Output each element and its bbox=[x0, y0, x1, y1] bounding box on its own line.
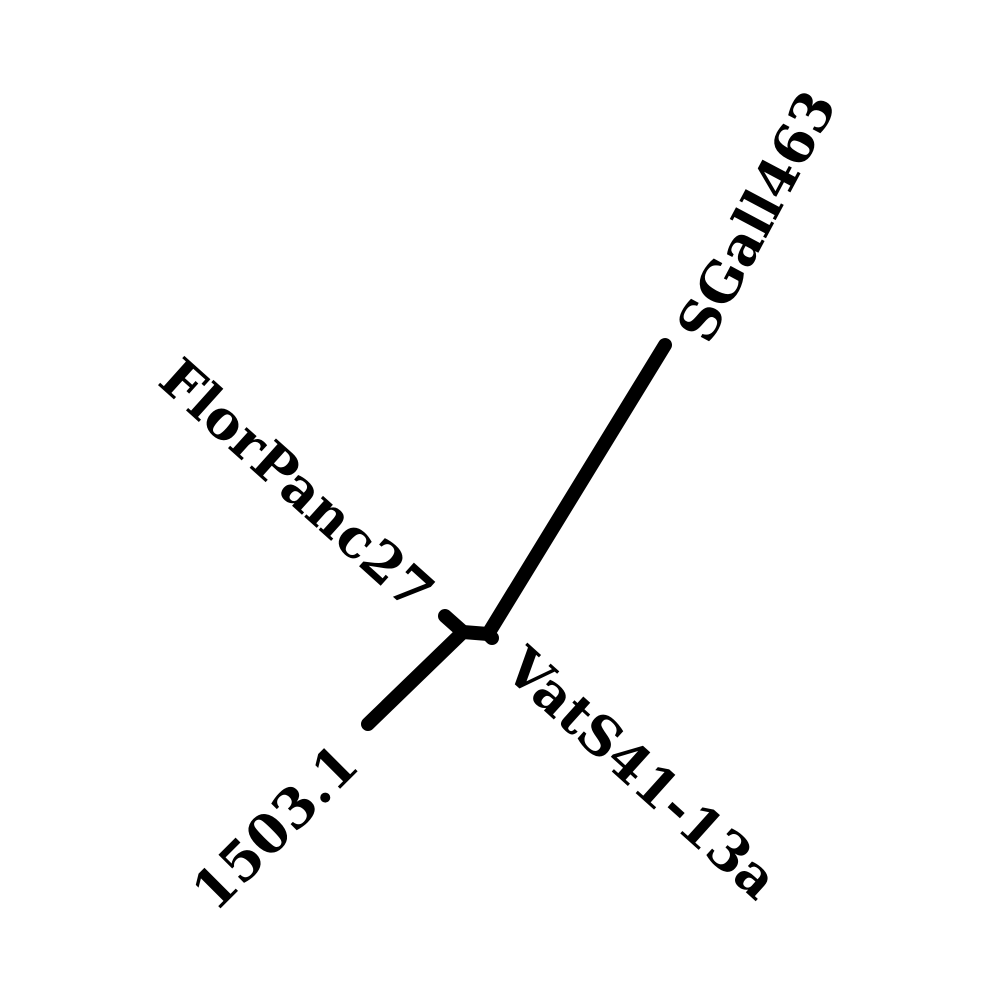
branch-vats41-13a bbox=[481, 627, 499, 645]
branch-1503-1 bbox=[361, 625, 470, 731]
taxon-label-1503-1: 1503.1 bbox=[179, 731, 370, 922]
taxon-label-sgall463: SGall463 bbox=[664, 80, 849, 352]
taxon-label-florpanc27: FlorPanc27 bbox=[147, 346, 446, 624]
branch-sgall463 bbox=[481, 338, 672, 641]
taxon-label-vats41-13a: VatS41-13a bbox=[492, 634, 791, 912]
